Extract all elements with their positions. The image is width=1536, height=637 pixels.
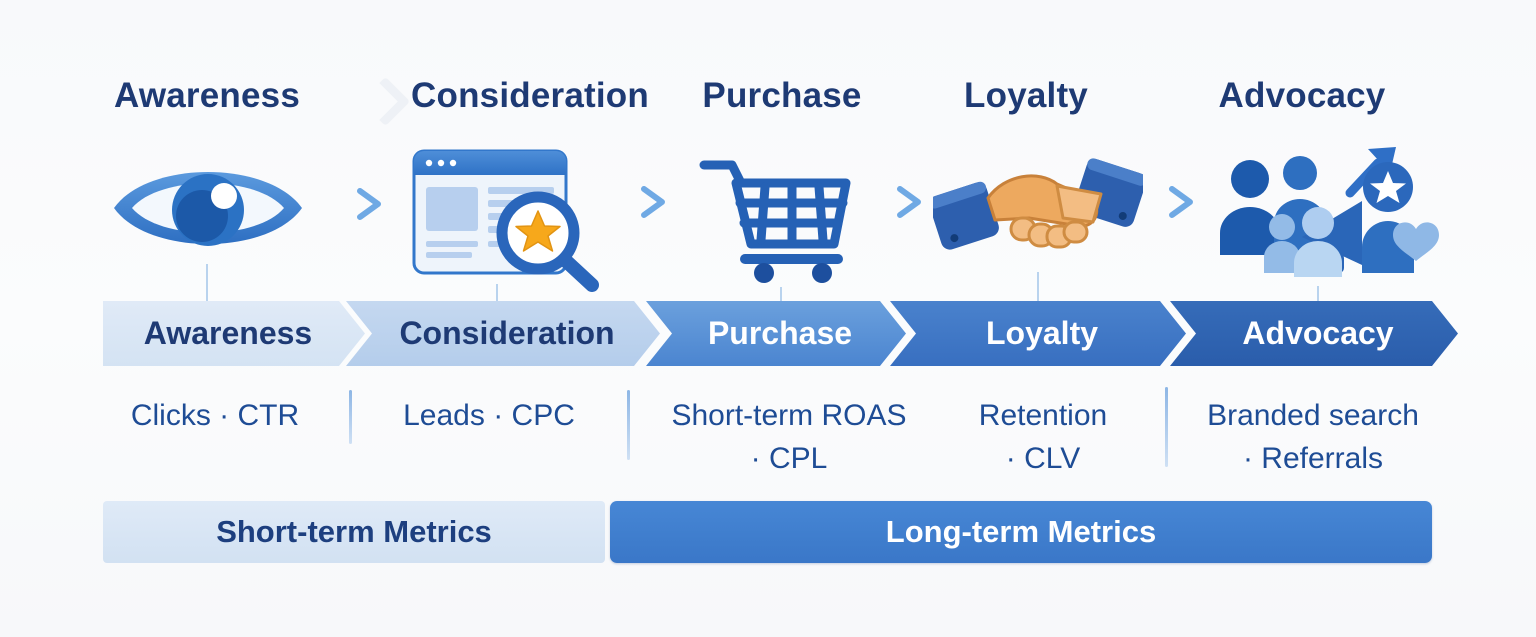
connector-line xyxy=(1037,272,1039,302)
banner-segment-consideration: Consideration xyxy=(346,301,660,366)
connector-line xyxy=(496,284,498,302)
connector-line xyxy=(206,264,208,302)
banner-segment-loyalty: Loyalty xyxy=(890,301,1186,366)
arrow-right-icon xyxy=(598,184,670,220)
metric-line: Short-term ROAS xyxy=(671,399,907,432)
long-term-metrics-bar: Long-term Metrics xyxy=(610,501,1432,563)
banner-label: Loyalty xyxy=(985,315,1099,351)
metrics-divider xyxy=(349,390,352,444)
arrow-right-icon xyxy=(314,186,386,222)
banner-label: Purchase xyxy=(707,315,853,351)
metric-line: Retention xyxy=(978,399,1108,432)
banner-label: Consideration xyxy=(399,315,615,351)
stage-title-awareness: Awareness xyxy=(114,76,300,115)
banner-label: Awareness xyxy=(143,315,313,351)
eye-icon xyxy=(108,148,308,273)
connector-line xyxy=(780,287,782,302)
arrow-right-icon xyxy=(854,184,926,220)
arrow-right-icon xyxy=(1126,184,1198,220)
shopping-cart-icon xyxy=(695,152,860,289)
metrics-awareness: Clicks · CTR xyxy=(88,394,342,437)
advocacy-people-icon xyxy=(1212,135,1442,290)
metrics-purchase: Short-term ROAS · CPL xyxy=(646,394,932,480)
banner-segment-purchase: Purchase xyxy=(646,301,906,366)
long-term-metrics-label: Long-term Metrics xyxy=(885,514,1157,549)
handshake-icon xyxy=(928,148,1147,273)
short-term-metrics-bar: Short-term Metrics xyxy=(103,501,605,563)
short-term-metrics-label: Short-term Metrics xyxy=(216,514,492,549)
banner-label: Advocacy xyxy=(1242,315,1394,351)
stage-title-consideration: Consideration xyxy=(411,76,649,115)
metric-line: · CPL xyxy=(750,442,828,475)
metrics-loyalty: Retention · CLV xyxy=(930,394,1156,480)
metric-line: Clicks · CTR xyxy=(130,399,300,432)
webpage-search-icon xyxy=(408,145,608,300)
connector-line xyxy=(1317,286,1319,302)
stage-title-loyalty: Loyalty xyxy=(964,76,1088,115)
metric-line: Leads · CPC xyxy=(403,399,575,432)
metric-line: · CLV xyxy=(1005,442,1081,475)
metrics-consideration: Leads · CPC xyxy=(364,394,614,437)
metrics-divider xyxy=(1165,387,1168,467)
metric-line: Branded search xyxy=(1207,399,1419,432)
stage-title-purchase: Purchase xyxy=(702,76,862,115)
metric-line: · Referrals xyxy=(1242,442,1384,475)
banner-segment-awareness: Awareness xyxy=(103,301,365,366)
stage-title-advocacy: Advocacy xyxy=(1218,76,1386,115)
banner-segment-advocacy: Advocacy xyxy=(1170,301,1458,366)
metrics-divider xyxy=(627,390,630,460)
metrics-advocacy: Branded search · Referrals xyxy=(1180,394,1446,480)
